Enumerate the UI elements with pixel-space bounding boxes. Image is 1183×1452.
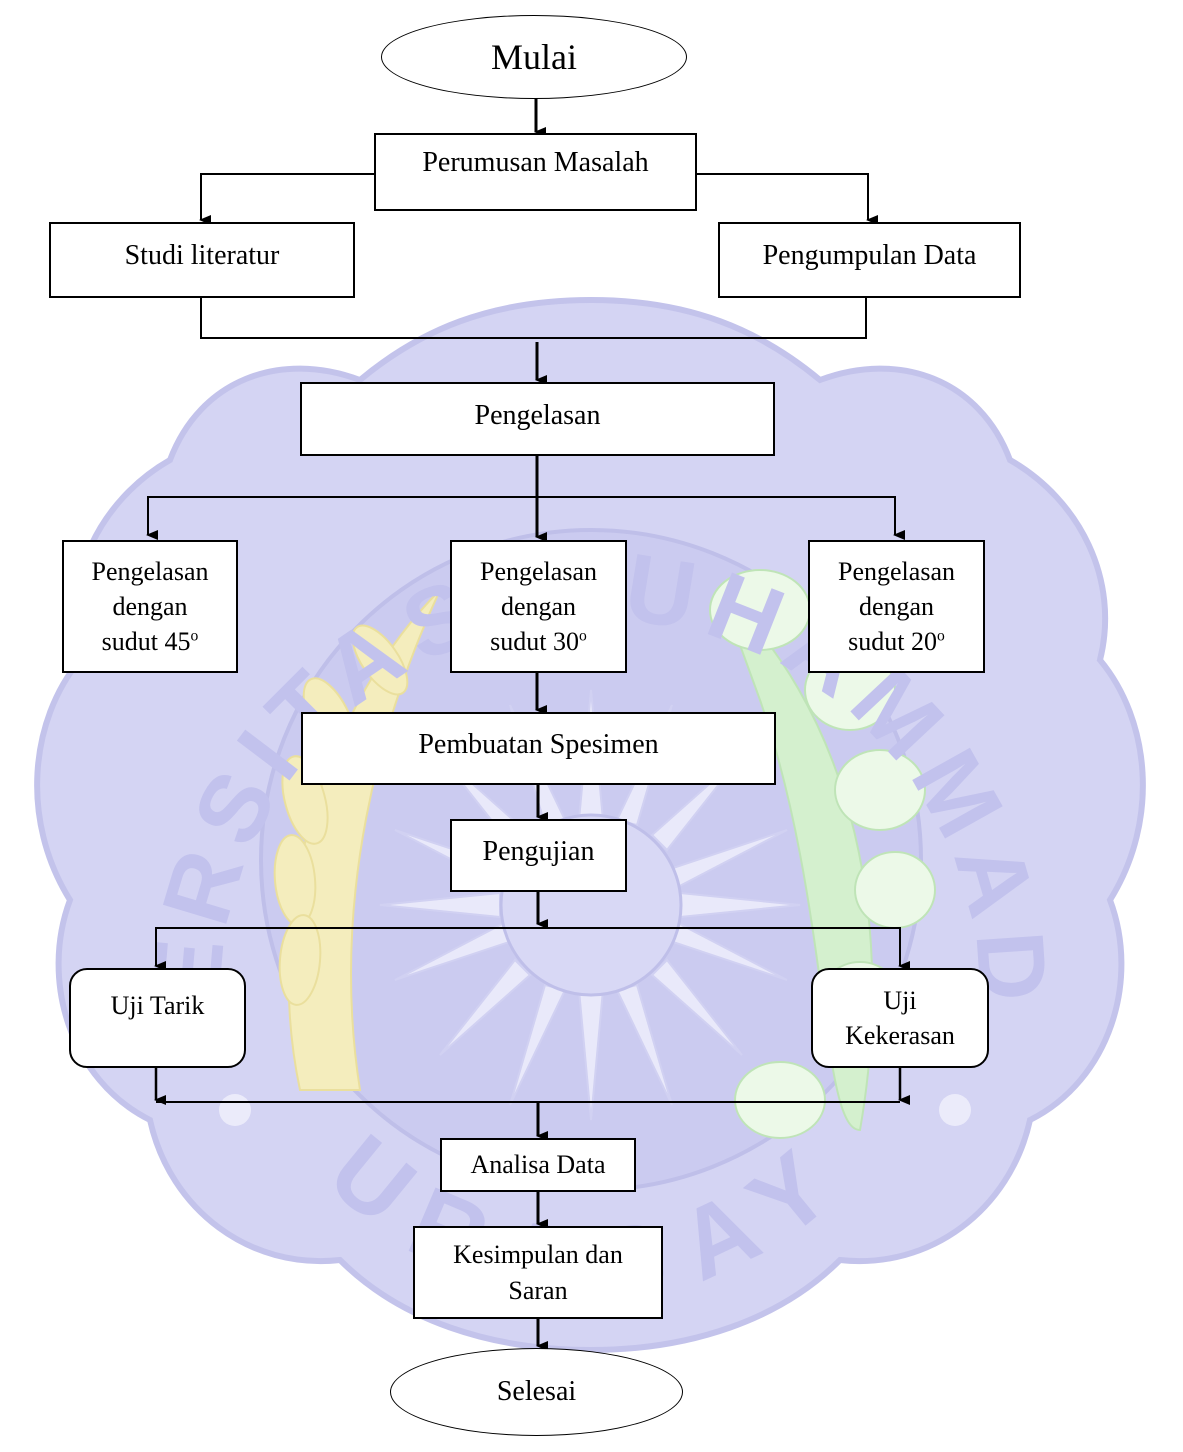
weld-30-node: Pengelasan dengan sudut 30o — [450, 540, 627, 673]
start-node: Mulai — [381, 15, 687, 99]
data-analysis-label: Analisa Data — [470, 1150, 606, 1180]
weld-45-line3: sudut 45o — [102, 624, 199, 659]
weld-45-line2: dengan — [112, 591, 188, 621]
problem-formulation-node: Perumusan Masalah — [374, 133, 697, 211]
weld-45-angle: sudut 45 — [101, 627, 191, 657]
weld-20-line2: dengan — [858, 591, 935, 621]
data-collection-label: Pengumpulan Data — [762, 240, 977, 271]
weld-30-line2: dengan — [500, 591, 577, 621]
data-analysis-node: Analisa Data — [440, 1138, 636, 1192]
weld-20-node: Pengelasan dengan sudut 20o — [808, 540, 985, 673]
arrow-problem-to-literature — [199, 173, 375, 225]
seal-dot-right — [939, 1094, 971, 1126]
end-label: Selesai — [496, 1376, 577, 1408]
branch-to-weld20 — [537, 496, 905, 540]
weld-45-node: Pengelasan dengan sudut 45o — [62, 540, 238, 673]
branch-to-hardness — [538, 927, 910, 971]
literature-study-node: Studi literatur — [49, 222, 355, 298]
weld-45-degree: o — [190, 627, 199, 645]
welding-label: Pengelasan — [474, 400, 601, 431]
testing-node: Pengujian — [450, 819, 627, 892]
problem-formulation-label: Perumusan Masalah — [422, 147, 649, 178]
specimen-node: Pembuatan Spesimen — [301, 712, 776, 785]
weld-30-line1: Pengelasan — [480, 556, 597, 586]
branch-to-tensile — [154, 927, 538, 971]
weld-20-angle: sudut 20 — [848, 627, 938, 657]
conclusion-line2: Saran — [508, 1275, 568, 1305]
hardness-test-line2: Kekerasan — [845, 1021, 955, 1050]
hardness-test-line1: Uji — [883, 985, 917, 1015]
weld-20-line1: Pengelasan — [838, 556, 955, 586]
hardness-test-node: Uji Kekerasan — [811, 968, 989, 1068]
arrow-problem-to-collection — [697, 173, 878, 225]
testing-label: Pengujian — [482, 836, 595, 867]
weld-30-line3: sudut 30o — [490, 624, 587, 659]
merge-literature-collection — [200, 298, 867, 339]
weld-45-line1: Pengelasan — [91, 556, 209, 586]
weld-30-degree: o — [579, 627, 587, 645]
conclusion-line1: Kesimpulan dan — [453, 1240, 623, 1270]
start-label: Mulai — [491, 36, 577, 77]
weld-20-degree: o — [937, 627, 945, 645]
specimen-label: Pembuatan Spesimen — [418, 729, 659, 760]
tensile-test-node: Uji Tarik — [69, 968, 246, 1068]
welding-node: Pengelasan — [300, 382, 775, 456]
end-node: Selesai — [390, 1348, 683, 1436]
literature-study-label: Studi literatur — [124, 240, 280, 271]
data-collection-node: Pengumpulan Data — [718, 222, 1021, 298]
weld-30-angle: sudut 30 — [490, 627, 580, 657]
tensile-test-label: Uji Tarik — [110, 991, 205, 1020]
weld-20-line3: sudut 20o — [848, 624, 945, 659]
conclusion-node: Kesimpulan dan Saran — [413, 1226, 663, 1319]
branch-to-weld45 — [146, 496, 537, 540]
